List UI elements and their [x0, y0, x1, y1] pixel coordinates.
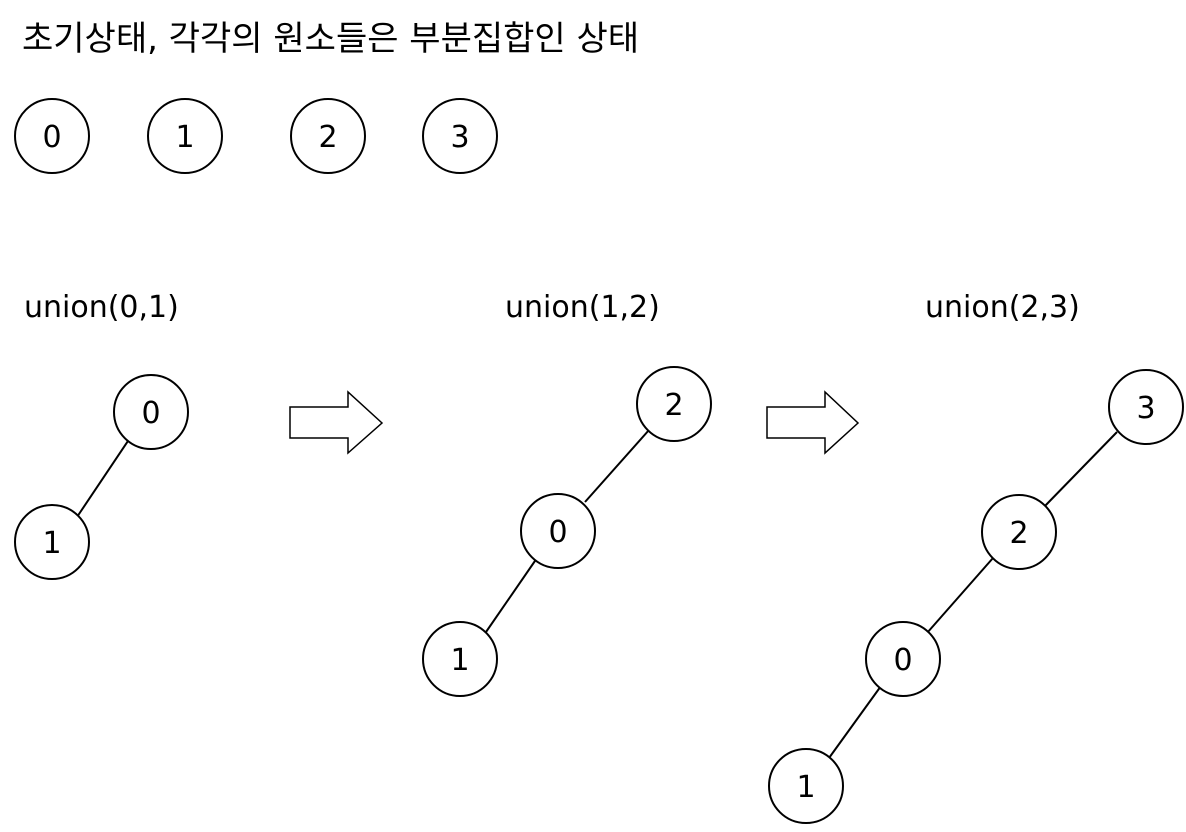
node-circle [422, 621, 498, 697]
tree-node: 1 [14, 504, 90, 580]
node-label: 3 [1136, 391, 1155, 426]
tree-node: 0 [113, 374, 189, 450]
node-label: 0 [893, 643, 912, 678]
tree-node: 2 [981, 494, 1057, 570]
right-arrow-icon [289, 390, 384, 455]
initial-node: 0 [14, 98, 90, 174]
tree-node: 0 [520, 493, 596, 569]
tree-node: 3 [1108, 369, 1184, 445]
node-circle [636, 366, 712, 442]
node-circle [981, 494, 1057, 570]
tree-node: 2 [636, 366, 712, 442]
tree-edge [76, 437, 131, 518]
node-label: 2 [1009, 516, 1028, 551]
right-arrow-icon [766, 390, 860, 455]
node-circle [1108, 369, 1184, 445]
initial-node: 1 [147, 98, 223, 174]
node-circle [14, 504, 90, 580]
node-label: 0 [141, 396, 160, 431]
node-circle [768, 748, 844, 824]
step-union-1-2: union(1,2) 2 0 1 [422, 290, 712, 697]
tree-node: 1 [422, 621, 498, 697]
node-label: 1 [796, 770, 815, 805]
step-label: union(2,3) [925, 290, 1080, 325]
step-union-2-3: union(2,3) 3 2 0 1 [768, 290, 1184, 824]
node-circle [422, 98, 498, 174]
step-label: union(1,2) [505, 290, 660, 325]
tree-edge [1042, 431, 1118, 509]
node-circle [147, 98, 223, 174]
node-label: 1 [175, 120, 194, 155]
node-label: 3 [450, 120, 469, 155]
node-circle [290, 98, 366, 174]
node-circle [113, 374, 189, 450]
node-label: 1 [42, 526, 61, 561]
tree-node: 1 [768, 748, 844, 824]
node-label: 0 [548, 515, 567, 550]
tree-edge [926, 557, 994, 634]
node-circle [520, 493, 596, 569]
initial-nodes-row: 0 1 2 3 [14, 98, 498, 174]
step-label: union(0,1) [24, 290, 179, 325]
node-label: 2 [664, 388, 683, 423]
tree-node: 0 [865, 621, 941, 697]
step-union-0-1: union(0,1) 0 1 [14, 290, 189, 580]
tree-edge [485, 557, 538, 633]
tree-edge [828, 685, 882, 759]
node-circle [865, 621, 941, 697]
node-label: 1 [450, 643, 469, 678]
node-label: 0 [42, 120, 61, 155]
node-label: 2 [318, 120, 337, 155]
diagram-title: 초기상태, 각각의 원소들은 부분집합인 상태 [22, 19, 639, 59]
tree-edge [584, 429, 650, 503]
node-circle [14, 98, 90, 174]
initial-node: 2 [290, 98, 366, 174]
initial-node: 3 [422, 98, 498, 174]
